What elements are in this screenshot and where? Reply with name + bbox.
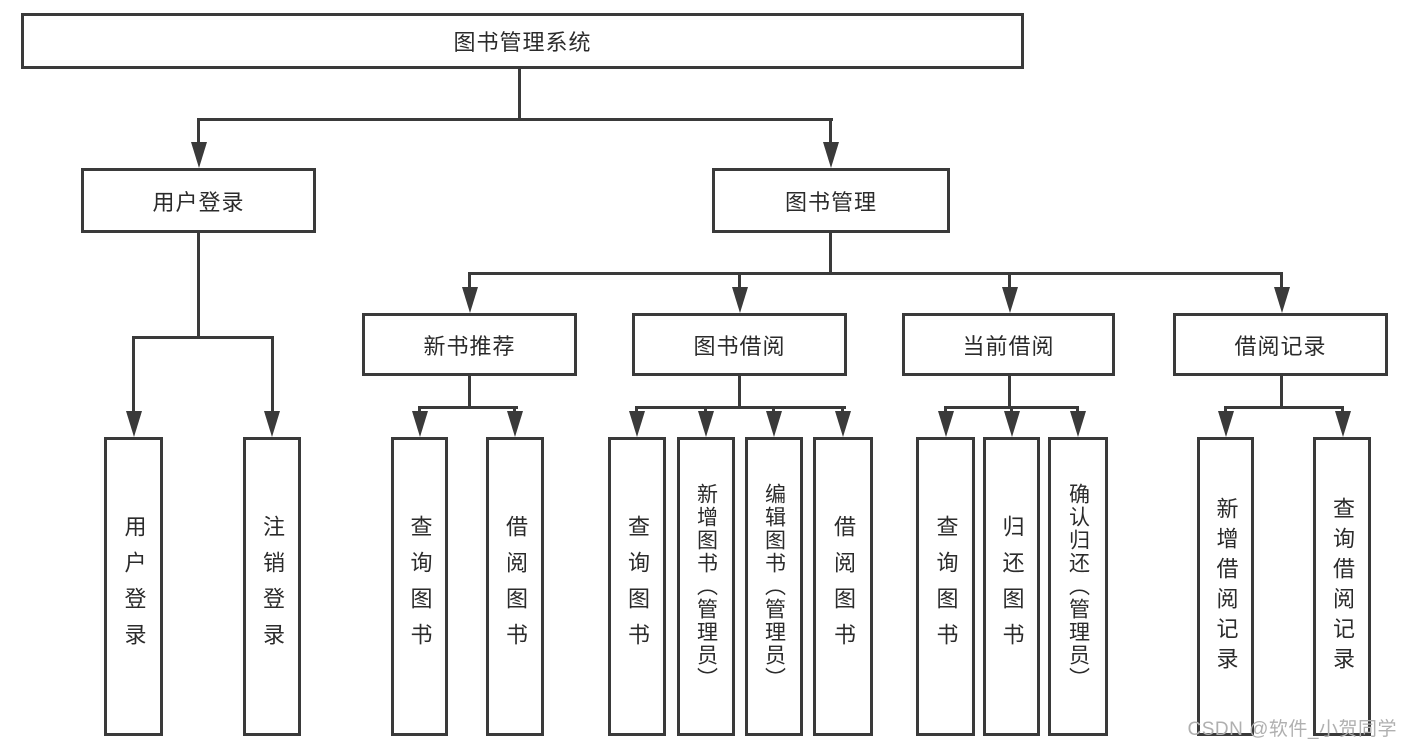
- leaf-current-query-books: 查询图书: [916, 437, 975, 736]
- arrowhead-borrowing-records: [1274, 287, 1290, 313]
- connector-root-to-user-login: [197, 118, 200, 144]
- arrowhead-borrowing-edit: [766, 411, 782, 437]
- connector-recommend-stem: [468, 376, 471, 408]
- connector-root-to-book-management: [829, 118, 832, 144]
- arrowhead-recommend-query: [412, 411, 428, 437]
- leaf-user-login: 用户登录: [104, 437, 163, 736]
- arrowhead-current-borrowing: [1002, 287, 1018, 313]
- connector-to-current-borrowing: [1008, 272, 1011, 290]
- leaf-borrowing-borrow-books: 借阅图书: [813, 437, 873, 736]
- node-current-borrowing: 当前借阅: [902, 313, 1115, 376]
- arrowhead-current-return: [1004, 411, 1020, 437]
- leaf-recommend-query-books: 查询图书: [391, 437, 448, 736]
- arrowhead-records-query: [1335, 411, 1351, 437]
- arrowhead-leaf-logout: [264, 411, 280, 437]
- arrowhead-borrowing-add: [698, 411, 714, 437]
- arrowhead-current-confirm: [1070, 411, 1086, 437]
- connector-root-rail: [197, 118, 833, 121]
- leaf-records-query-record: 查询借阅记录: [1313, 437, 1371, 736]
- arrowhead-borrowing-query: [629, 411, 645, 437]
- connector-current-stem: [1008, 376, 1011, 408]
- leaf-logout: 注销登录: [243, 437, 301, 736]
- connector-book-management-stem: [829, 233, 832, 275]
- node-library-management-system: 图书管理系统: [21, 13, 1024, 69]
- connector-user-login-stem: [197, 233, 200, 336]
- leaf-current-confirm-return-admin: 确认归还（管理员）: [1048, 437, 1108, 736]
- arrowhead-book-management: [823, 142, 839, 168]
- connector-to-leaf-logout: [271, 336, 274, 413]
- node-borrowing-records: 借阅记录: [1173, 313, 1388, 376]
- node-new-book-recommend: 新书推荐: [362, 313, 577, 376]
- connector-records-stem: [1280, 376, 1283, 408]
- node-book-borrowing: 图书借阅: [632, 313, 847, 376]
- arrowhead-borrowing-borrow: [835, 411, 851, 437]
- connector-borrowing-rail: [635, 406, 846, 409]
- connector-borrowing-stem: [738, 376, 741, 408]
- leaf-borrowing-query-books: 查询图书: [608, 437, 666, 736]
- arrowhead-book-borrowing: [732, 287, 748, 313]
- node-book-management: 图书管理: [712, 168, 950, 233]
- connector-to-book-borrowing: [738, 272, 741, 290]
- arrowhead-new-book-recommend: [462, 287, 478, 313]
- leaf-current-return-books: 归还图书: [983, 437, 1040, 736]
- node-user-login: 用户登录: [81, 168, 316, 233]
- leaf-records-add-record: 新增借阅记录: [1197, 437, 1254, 736]
- connector-recommend-rail: [418, 406, 518, 409]
- leaf-borrowing-add-books-admin: 新增图书（管理员）: [677, 437, 735, 736]
- arrowhead-recommend-borrow: [507, 411, 523, 437]
- csdn-watermark: CSDN @软件_小贺同学: [1187, 719, 1397, 740]
- arrowhead-leaf-user-login: [126, 411, 142, 437]
- arrowhead-user-login: [191, 142, 207, 168]
- connector-records-rail: [1224, 406, 1344, 409]
- arrowhead-records-add: [1218, 411, 1234, 437]
- connector-to-leaf-user-login: [132, 336, 135, 413]
- leaf-recommend-borrow-books: 借阅图书: [486, 437, 544, 736]
- leaf-borrowing-edit-books-admin: 编辑图书（管理员）: [745, 437, 803, 736]
- connector-root-stem: [518, 69, 521, 118]
- connector-to-borrowing-records: [1280, 272, 1283, 290]
- connector-to-new-book-recommend: [468, 272, 471, 290]
- connector-book-management-rail: [468, 272, 1283, 275]
- connector-user-login-rail: [132, 336, 274, 339]
- arrowhead-current-query: [938, 411, 954, 437]
